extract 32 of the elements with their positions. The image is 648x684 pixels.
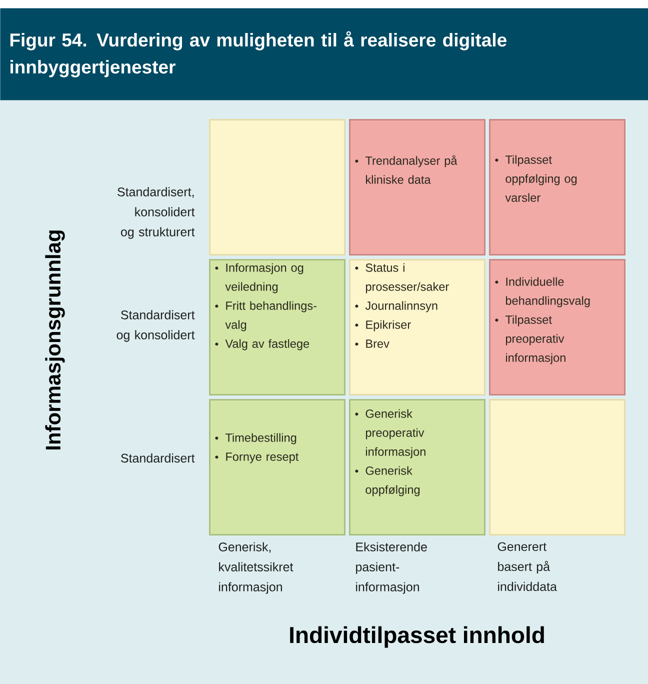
matrix-cell bbox=[209, 399, 346, 536]
title-banner: Figur 54. Vurdering av muligheten til å realisere digitale innbyggertjenester bbox=[0, 8, 648, 100]
matrix-cell bbox=[349, 399, 486, 536]
bullet-item: Generisk preoperativ informasjon bbox=[355, 409, 426, 458]
bullet-item: Generisk oppfølging bbox=[355, 466, 420, 496]
matrix-cell bbox=[489, 119, 626, 256]
matrix-cell bbox=[489, 259, 626, 396]
bullet-item: Journalinnsyn bbox=[355, 301, 438, 312]
axis-title: Informasjonsgrunnlag bbox=[45, 230, 65, 450]
matrix-cell bbox=[349, 259, 486, 396]
row-label: Standardisert og konsolidert bbox=[116, 310, 195, 342]
bullet-item: Tilpasset oppfølging og varsler bbox=[495, 155, 577, 202]
bullet-item: Fornye resept bbox=[215, 452, 299, 464]
bullet-item: Individuelle behandlingsvalg bbox=[495, 277, 590, 308]
bullet-item: Epikriser bbox=[355, 320, 411, 332]
row-label: Standardisert, konsolidert og strukturert bbox=[118, 187, 195, 239]
bullet-item: Status i prosesser/saker bbox=[355, 263, 449, 294]
bullet-item: Fritt behandlings- valg bbox=[215, 301, 316, 332]
bullet-item: Brev bbox=[355, 340, 390, 348]
bullet-item: Tilpasset preoperativ informasjon bbox=[495, 315, 566, 364]
bullet-item: Informasjon og veiledning bbox=[215, 263, 304, 294]
bullet-item: Timebestilling bbox=[215, 433, 296, 444]
matrix-cell bbox=[489, 399, 626, 536]
bullet-item: Valg av fastlege bbox=[215, 339, 310, 350]
bullet-item: Trendanalyser på kliniske data bbox=[355, 155, 458, 184]
row-label: Standardisert bbox=[121, 453, 195, 463]
matrix-cell bbox=[209, 259, 346, 396]
matrix-cell bbox=[209, 119, 346, 256]
column-label: Generert basert på individdata bbox=[498, 542, 557, 592]
axis-title: Individtilpasset innhold bbox=[290, 626, 544, 648]
matrix-cell bbox=[349, 119, 486, 256]
column-label: Eksisterende pasient- informasjon bbox=[356, 542, 427, 594]
